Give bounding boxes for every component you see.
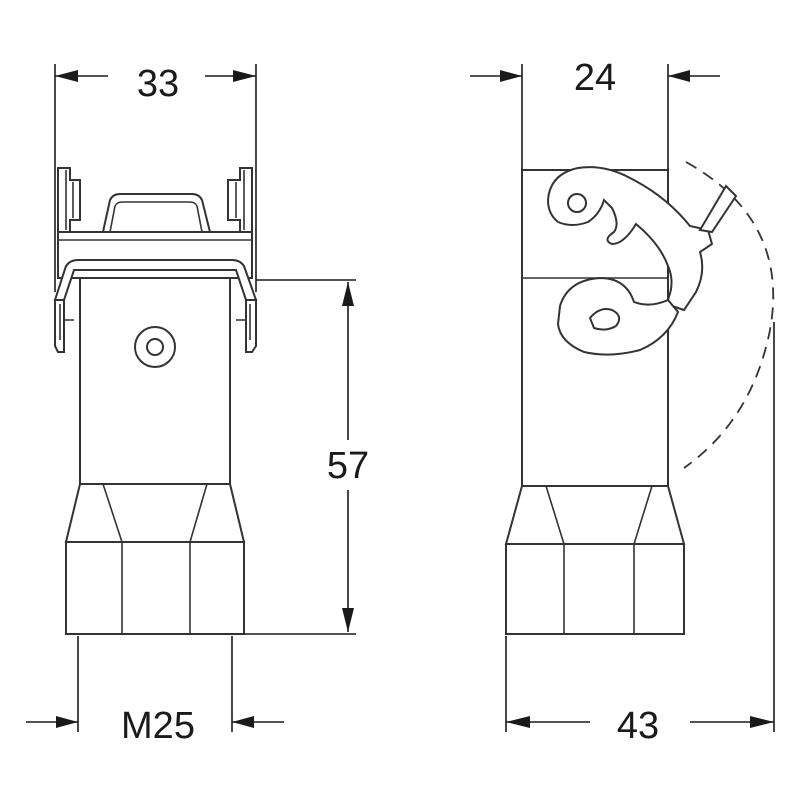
dimension-33: 33 (54, 63, 257, 292)
dimension-24: 24 (470, 57, 720, 170)
side-lever-tip (698, 184, 738, 234)
front-right-leg (245, 299, 257, 353)
side-lever-swing-arc (683, 161, 775, 469)
dim-label-24: 24 (574, 57, 616, 99)
side-hex-nut-lines (563, 544, 635, 634)
front-top-hump (101, 193, 212, 233)
front-leg-details (59, 304, 251, 340)
dimension-43: 43 (505, 322, 775, 747)
front-housing-body (79, 277, 231, 485)
front-view (53, 167, 258, 635)
dimension-57: 57 (244, 279, 369, 635)
front-right-clip (227, 167, 253, 233)
front-left-clip-lines (65, 170, 74, 230)
dim-label-57: 57 (327, 445, 369, 487)
side-lower-lever-slot (588, 308, 621, 331)
front-gland-taper-lines (102, 483, 208, 543)
dim-label-33: 33 (137, 63, 179, 105)
side-upper-lever (546, 166, 714, 312)
front-hex-nut (65, 541, 245, 635)
front-left-clip (57, 167, 81, 233)
front-hex-nut-lines (121, 542, 191, 634)
dim-label-m25: M25 (121, 705, 195, 747)
front-top-hump-inner (109, 201, 203, 233)
side-upper-lever-hole (567, 193, 587, 213)
dim-label-43: 43 (617, 705, 659, 747)
side-view (504, 161, 775, 635)
side-hex-nut (505, 543, 685, 635)
side-gland-taper (504, 485, 686, 545)
side-gland-taper-lines (545, 485, 653, 545)
front-frame-band (57, 231, 253, 279)
front-right-clip-lines (235, 170, 245, 230)
front-screw-inner (146, 338, 164, 356)
dimension-m25: M25 (26, 636, 284, 747)
front-gland-taper (64, 483, 246, 543)
